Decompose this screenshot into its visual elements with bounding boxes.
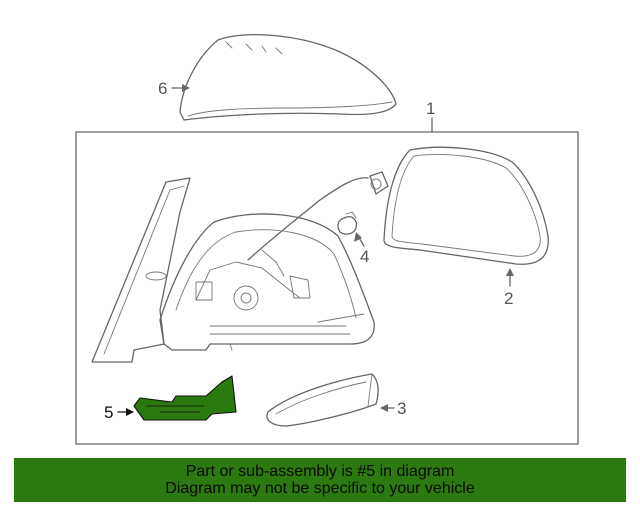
callout-5: 5 [104, 403, 134, 422]
info-banner: Part or sub-assembly is #5 in diagram Di… [14, 458, 626, 502]
callout-4: 4 [354, 232, 369, 266]
callout-5-label: 5 [104, 403, 113, 422]
callout-1-label: 1 [426, 99, 435, 118]
banner-line-2: Diagram may not be specific to your vehi… [165, 480, 475, 497]
callout-2-label: 2 [504, 289, 513, 308]
callout-6: 6 [158, 79, 190, 98]
part-2-mirror-glass[interactable] [383, 146, 549, 265]
part-3-turn-signal-lamp[interactable] [266, 373, 379, 427]
callout-3-label: 3 [397, 399, 406, 418]
callout-6-label: 6 [158, 79, 167, 98]
banner-line-1: Part or sub-assembly is #5 in diagram [185, 463, 455, 480]
part-6-mirror-cover[interactable] [179, 34, 397, 121]
callout-2: 2 [504, 268, 514, 308]
mirror-housing[interactable] [91, 177, 375, 363]
assembly-frame [75, 131, 579, 445]
callout-3: 3 [380, 399, 406, 418]
callout-4-label: 4 [360, 247, 369, 266]
callout-1: 1 [426, 99, 435, 133]
part-5-highlighted-cover[interactable] [133, 375, 237, 421]
part-4-bulb[interactable] [247, 171, 389, 261]
